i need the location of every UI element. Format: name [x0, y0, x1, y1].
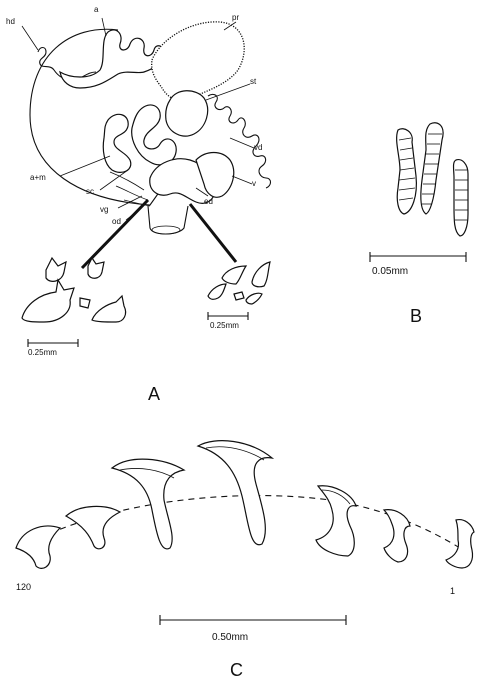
panel-label-a: A	[148, 384, 160, 404]
label-vd: vd	[254, 143, 262, 152]
radula-teeth	[16, 441, 474, 569]
genital-atrium	[148, 206, 188, 234]
panel-label-b: B	[410, 306, 422, 326]
tooth-number-1: 1	[450, 586, 455, 596]
label-ed: ed	[204, 197, 213, 206]
label-a: a	[94, 5, 99, 14]
label-sc: sc	[86, 187, 94, 196]
label-st: st	[250, 77, 257, 86]
tooth-6	[384, 510, 410, 562]
duct-lines	[110, 172, 150, 206]
scale-label-c: 0.50mm	[212, 632, 248, 643]
reproductive-system-drawing: a hd pr st vd v a+m sc vg od ed	[6, 5, 271, 268]
detail-right-structures	[208, 262, 270, 304]
genital-opening	[152, 226, 180, 234]
tooth-5	[316, 486, 356, 556]
tooth-2	[66, 506, 120, 548]
scale-bar-a-left: 0.25mm	[28, 339, 78, 357]
tooth-1	[16, 526, 60, 568]
scale-label-a-right: 0.25mm	[210, 321, 239, 330]
tooth-4	[198, 441, 272, 545]
scale-label-a-left: 0.25mm	[28, 348, 57, 357]
label-hd: hd	[6, 17, 15, 26]
scale-bar-a-right: 0.25mm	[208, 312, 248, 330]
left-coil	[103, 114, 131, 172]
tooth-3	[112, 459, 184, 549]
panel-label-c: C	[230, 660, 243, 680]
scale-bar-b: 0.05mm	[370, 252, 466, 277]
scale-label-b: 0.05mm	[372, 266, 408, 277]
label-od: od	[112, 217, 121, 226]
label-vg: vg	[100, 205, 108, 214]
albumen-gland	[60, 30, 164, 88]
detail-left-structures	[22, 258, 126, 322]
spermatheca	[166, 91, 208, 136]
tooth-number-120: 120	[16, 582, 31, 592]
label-am: a+m	[30, 173, 46, 182]
prostate	[152, 22, 245, 101]
pointer-right	[190, 204, 236, 262]
tooth-7	[446, 520, 474, 568]
label-v: v	[252, 179, 256, 188]
scale-bar-c: 0.50mm	[160, 615, 346, 643]
radula-strands	[397, 123, 468, 236]
label-pr: pr	[232, 13, 239, 22]
